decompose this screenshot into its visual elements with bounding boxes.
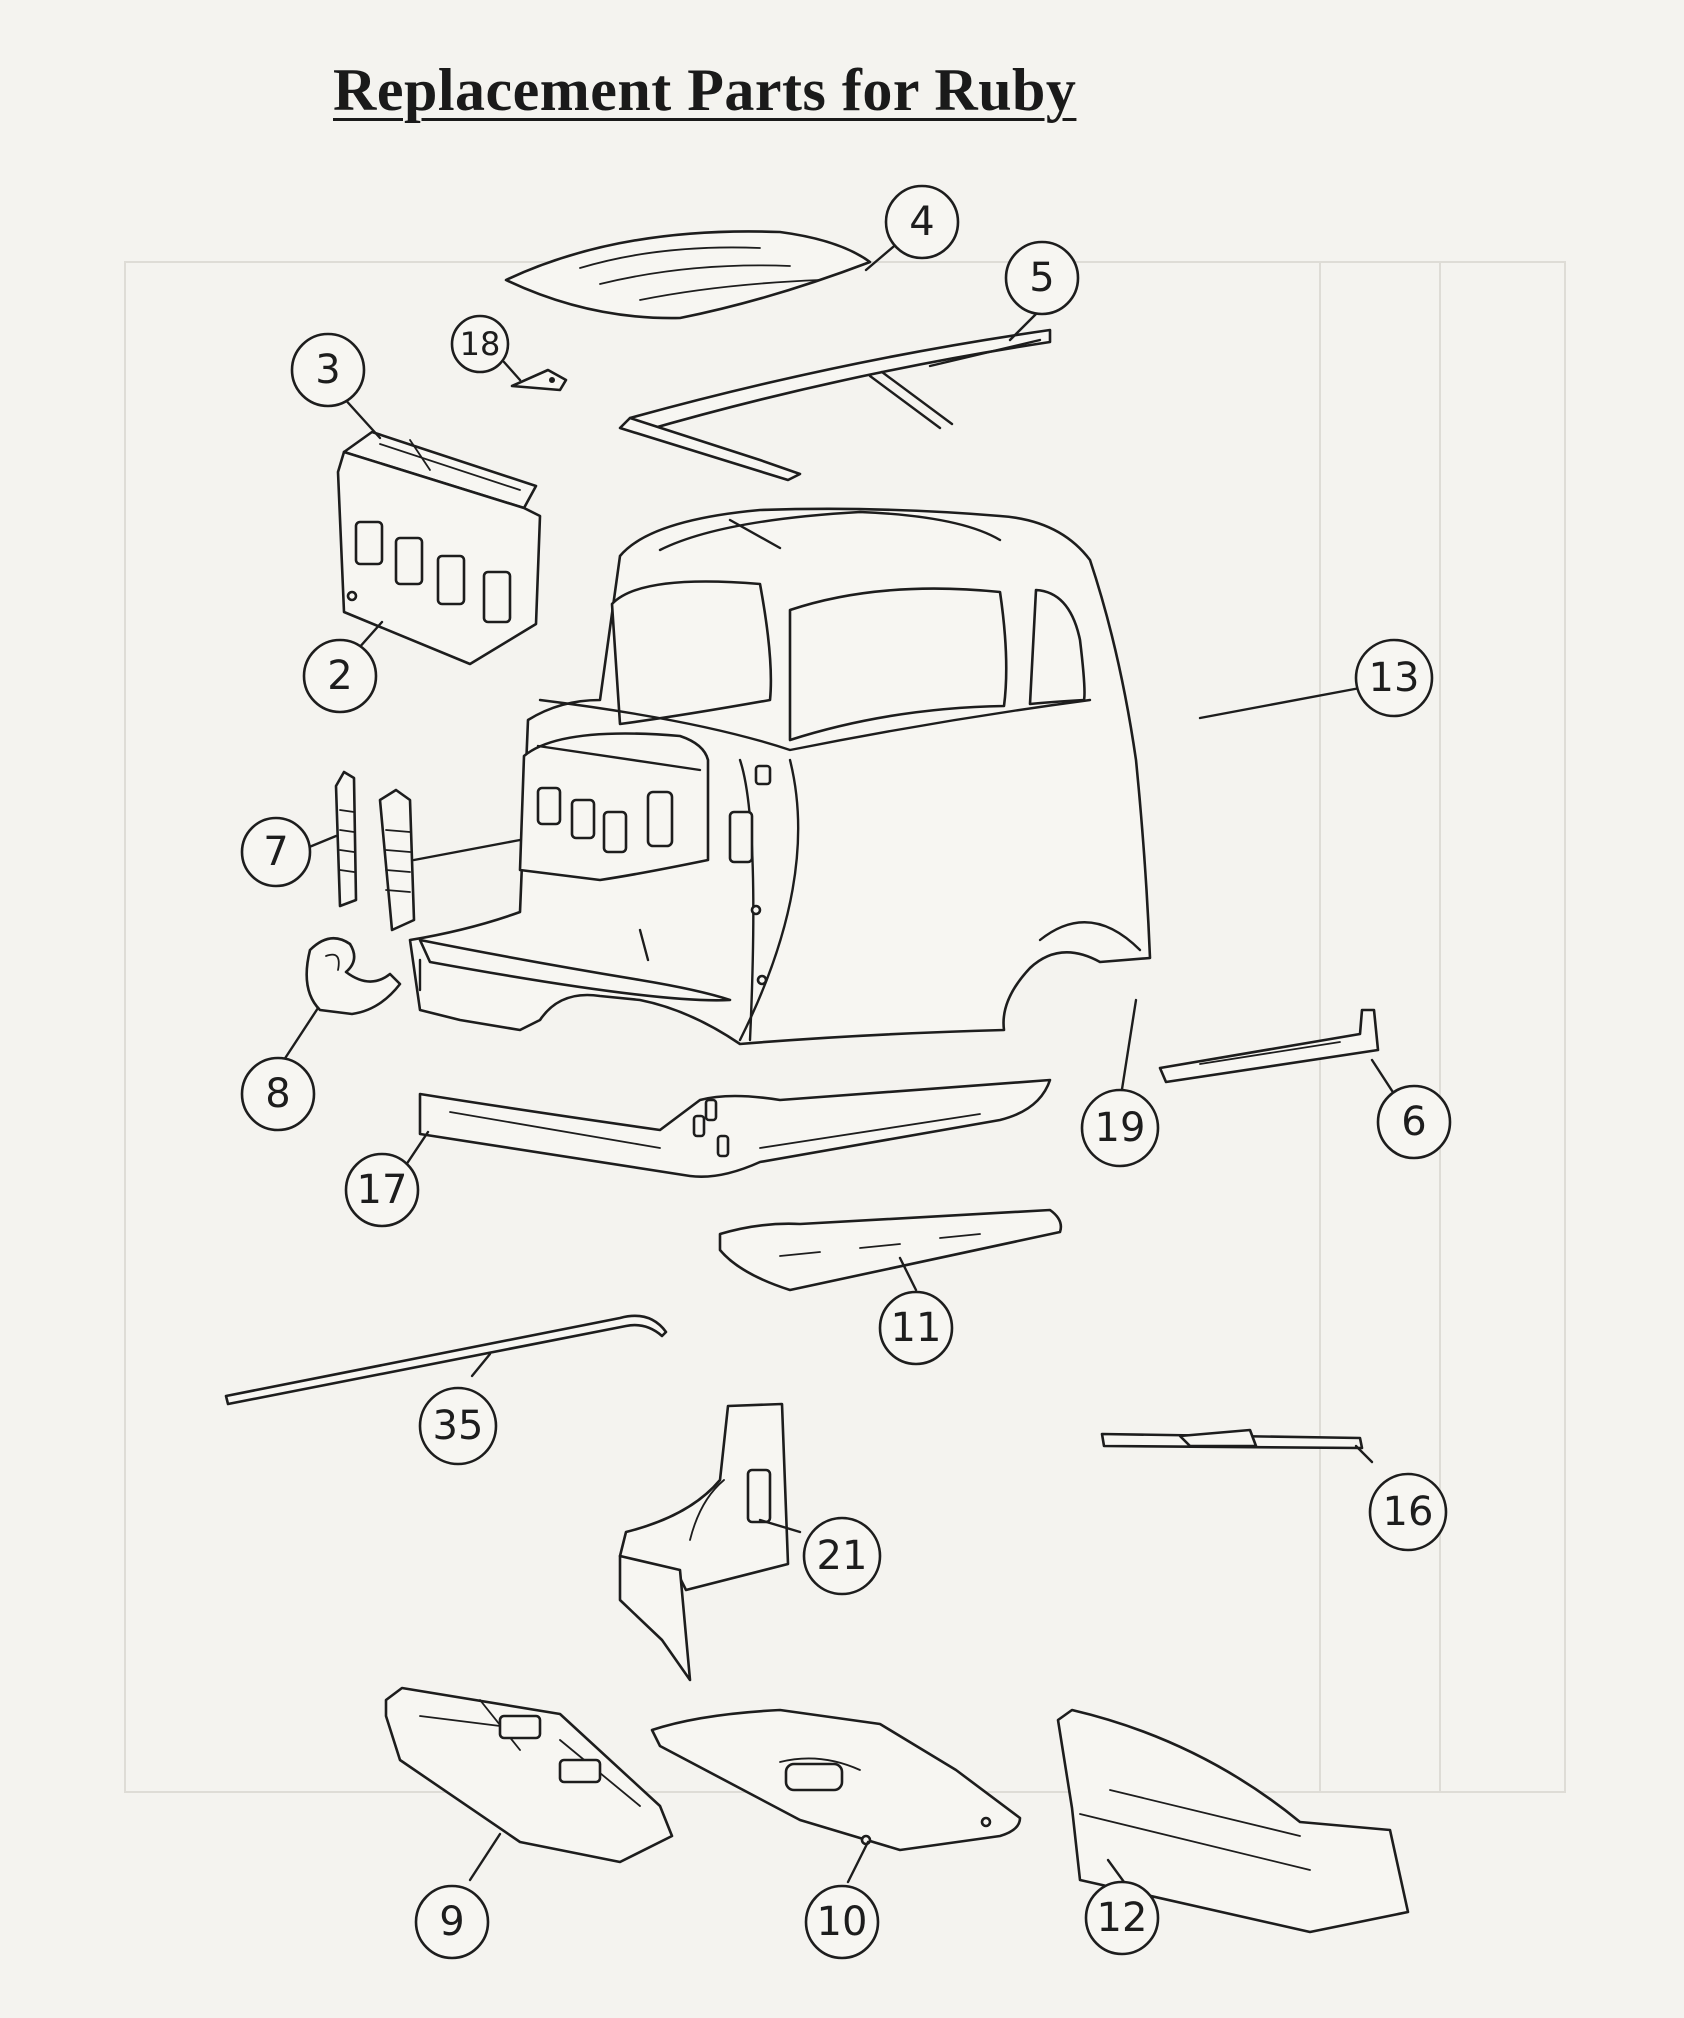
part-18-bracket [510,368,568,392]
callout-2: 2 [302,638,378,714]
callout-4: 4 [884,184,960,260]
callout-8: 8 [240,1056,316,1132]
callout-13: 13 [1354,638,1434,718]
part-4-roof-insert [504,230,872,320]
svg-text:19: 19 [1095,1105,1146,1151]
callout-17: 17 [344,1152,420,1228]
page-title: Replacement Parts for Ruby [333,57,1077,123]
callout-6: 6 [1376,1084,1452,1160]
part-9-crossmember [384,1686,674,1864]
part-12-rear-floor [1056,1708,1410,1934]
leader-lines [278,222,1400,1884]
callout-7: 7 [240,816,312,888]
svg-text:16: 16 [1383,1489,1434,1535]
svg-text:21: 21 [817,1533,868,1579]
part-7-kick-panels [334,770,522,932]
part-5-roof-frame [618,328,1052,482]
part-17-rocker-panel [418,1078,1052,1178]
callout-21: 21 [802,1516,882,1596]
svg-text:11: 11 [891,1305,942,1351]
mounted-firewall [518,732,710,882]
callout-12: 12 [1084,1880,1160,1956]
svg-text:8: 8 [265,1071,290,1117]
part-8-inner-bracket [305,936,402,1016]
svg-text:2: 2 [327,653,352,699]
svg-text:18: 18 [460,325,501,363]
svg-text:4: 4 [909,199,934,245]
callout-35: 35 [418,1386,498,1466]
callout-18: 18 [450,314,510,374]
svg-text:5: 5 [1029,255,1054,301]
part-3-firewall-top [342,430,538,510]
part-21-quarter-panel [618,1402,790,1682]
callout-10: 10 [804,1884,880,1960]
callout-16: 16 [1368,1472,1448,1552]
callout-3: 3 [290,332,366,408]
part-11-running-board [718,1208,1063,1292]
svg-text:10: 10 [817,1899,868,1945]
callout-9: 9 [414,1884,490,1960]
part-16-rail [1100,1428,1364,1450]
cab-floor-rocker [418,928,732,1002]
svg-text:6: 6 [1401,1099,1426,1145]
svg-text:12: 12 [1097,1895,1148,1941]
svg-text:9: 9 [439,1899,464,1945]
part-10-floor-pan [650,1708,1022,1852]
callout-11: 11 [878,1290,954,1366]
part-35-trim-strip [224,1314,668,1406]
part-6-bracket [1158,1008,1380,1084]
svg-text:13: 13 [1369,655,1420,701]
svg-text:17: 17 [357,1167,408,1213]
callout-5: 5 [1004,240,1080,316]
svg-text:3: 3 [315,347,340,393]
callout-19: 19 [1080,1088,1160,1168]
part-2-firewall [336,450,542,666]
svg-text:35: 35 [433,1403,484,1449]
cab-body [408,507,1152,1046]
svg-text:7: 7 [263,829,288,875]
